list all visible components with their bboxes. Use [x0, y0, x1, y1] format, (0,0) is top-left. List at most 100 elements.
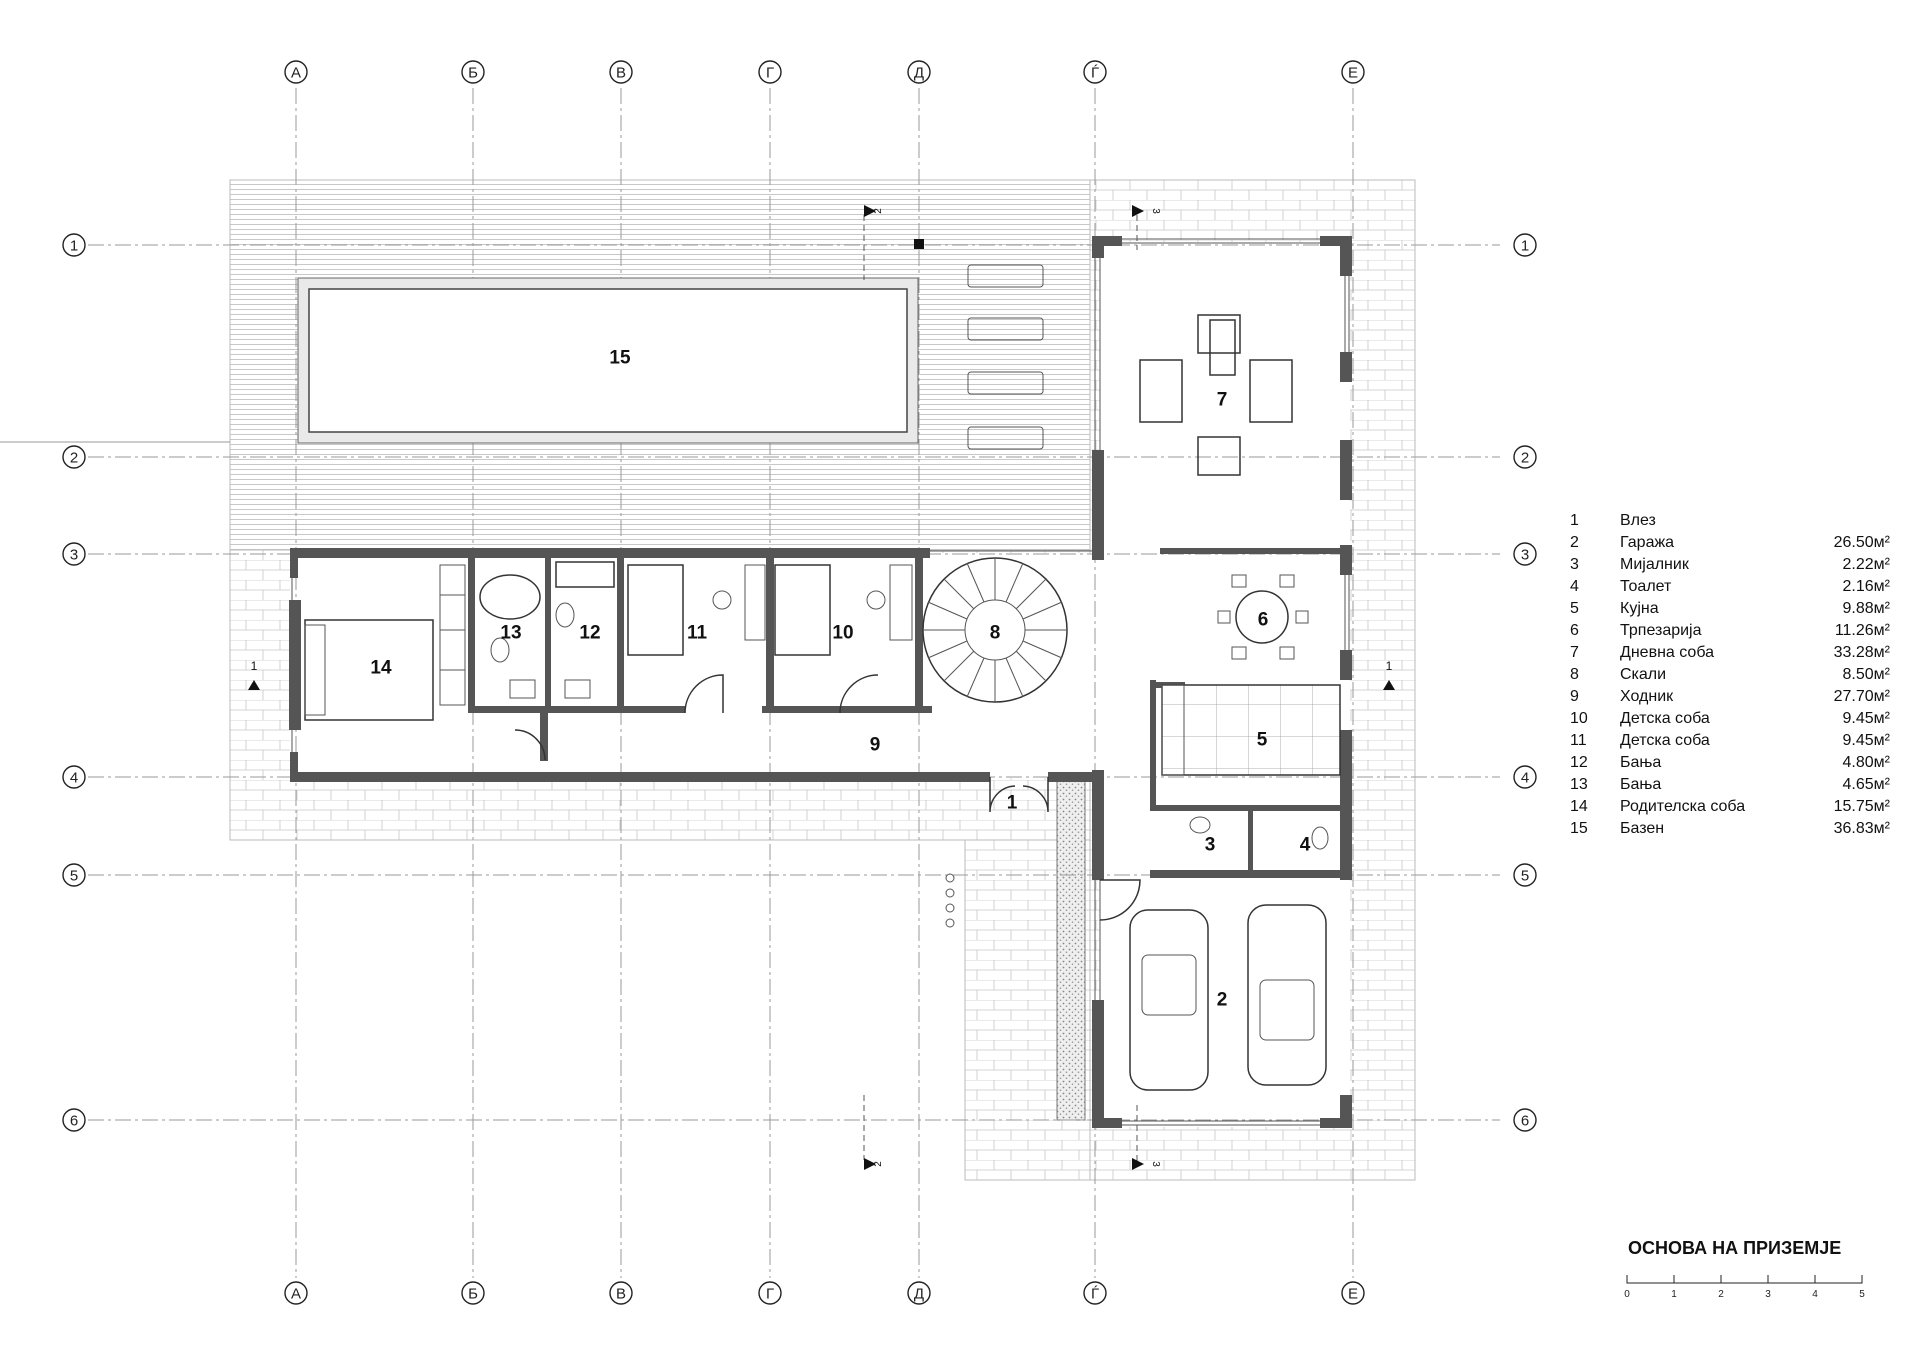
- legend-no-4: 4: [1570, 578, 1579, 595]
- legend-name-8: Скали: [1620, 666, 1666, 683]
- legend-area-7: 33.28м²: [1834, 644, 1891, 661]
- grid-row-3-right: 3: [1521, 547, 1529, 564]
- grid-label-b-top: Б: [468, 65, 478, 82]
- spiral-stair: [922, 557, 1068, 703]
- legend-name-2: Гаража: [1620, 534, 1674, 551]
- legend-name-5: Кујна: [1620, 600, 1659, 617]
- cars: [1129, 904, 1327, 1091]
- grid-bubbles-bottom: А Б В Г Д Ѓ Е: [284, 1281, 1365, 1305]
- room-label-12: 12: [579, 623, 600, 644]
- legend-no-1: 1: [1570, 512, 1579, 529]
- grid-bubbles-top: А Б В Г Д Ѓ Е: [284, 60, 1365, 84]
- legend-area-4: 2.16м²: [1843, 578, 1891, 595]
- grid-label-gj-bottom: Ѓ: [1091, 1286, 1099, 1303]
- grid-row-4-right: 4: [1521, 770, 1529, 787]
- scale-bar: 0 1 2 3 4 5: [1624, 1275, 1865, 1300]
- room-label-10: 10: [832, 623, 853, 644]
- grid-label-d-bottom: Д: [914, 1286, 924, 1303]
- entry-pots: [945, 873, 955, 928]
- room-label-4: 4: [1300, 835, 1311, 856]
- legend-area-8: 8.50м²: [1843, 666, 1891, 683]
- section-mark-3-top: 3: [1150, 208, 1161, 214]
- gravel-strip: [1056, 779, 1086, 1121]
- section-mark-3-bottom: 3: [1150, 1161, 1161, 1167]
- sun-loungers: [967, 264, 1044, 450]
- grid-label-g-top: Г: [766, 65, 774, 82]
- legend-area-9: 27.70м²: [1834, 688, 1891, 705]
- grid-row-1-right: 1: [1521, 238, 1529, 255]
- grid-label-e-top: Е: [1348, 65, 1358, 82]
- wc-fixtures: [1189, 816, 1329, 850]
- legend-area-12: 4.80м²: [1843, 754, 1891, 771]
- scale-label-1: 1: [1671, 1289, 1677, 1300]
- legend-name-7: Дневна соба: [1620, 644, 1714, 661]
- grid-row-6-right: 6: [1521, 1113, 1529, 1130]
- legend-no-15: 15: [1570, 820, 1588, 837]
- kitchen-counter: [1161, 684, 1341, 776]
- legend-area-10: 9.45м²: [1843, 710, 1891, 727]
- legend-name-12: Бања: [1620, 754, 1661, 771]
- grid-label-e-bottom: Е: [1348, 1286, 1358, 1303]
- legend-name-11: Детска соба: [1620, 732, 1710, 749]
- grid-label-b-bottom: Б: [468, 1286, 478, 1303]
- grid-label-a-bottom: А: [291, 1286, 301, 1303]
- furniture-dining: [1217, 574, 1309, 660]
- legend-area-6: 11.26м²: [1835, 622, 1891, 639]
- room-label-9: 9: [870, 735, 881, 756]
- grid-row-3-left: 3: [70, 547, 78, 564]
- furniture-living: [1139, 314, 1293, 476]
- grid-row-2-left: 2: [70, 450, 78, 467]
- legend-area-2: 26.50м²: [1834, 534, 1891, 551]
- grid-bubbles-left: 1 2 3 4 5 6: [62, 233, 86, 1132]
- windows: [291, 238, 1350, 1126]
- room-label-8: 8: [990, 623, 1001, 644]
- grid-label-a-top: А: [291, 65, 301, 82]
- room-label-14: 14: [370, 658, 392, 679]
- grid-row-5-right: 5: [1521, 868, 1529, 885]
- legend-area-15: 36.83м²: [1834, 820, 1891, 837]
- grid-row-1-left: 1: [70, 238, 78, 255]
- section-mark-2-bottom: 2: [873, 1161, 884, 1167]
- grid-label-g-bottom: Г: [766, 1286, 774, 1303]
- legend-no-9: 9: [1570, 688, 1579, 705]
- legend-no-10: 10: [1570, 710, 1588, 727]
- legend-name-15: Базен: [1620, 820, 1664, 837]
- section-marks: 2 2 3 3 1 1: [248, 205, 1395, 1170]
- legend-name-3: Мијалник: [1620, 556, 1690, 573]
- grid-label-v-top: В: [616, 65, 626, 82]
- room-numbers: 1 2 3 4 5 6 7 8 9 10 11 12 13 14 15: [370, 348, 1310, 1011]
- drawing-title: ОСНОВА НА ПРИЗЕМЈЕ: [1628, 1238, 1841, 1258]
- legend-name-4: Тоалет: [1620, 578, 1672, 595]
- legend-name-13: Бања: [1620, 776, 1661, 793]
- grid-label-d-top: Д: [914, 65, 924, 82]
- room-label-15: 15: [609, 348, 631, 369]
- wing-east-lower: [1100, 542, 1350, 1127]
- legend-no-12: 12: [1570, 754, 1588, 771]
- room-legend: 1 Влез 2 Гаража 26.50м² 3 Мијалник 2.22м…: [1570, 512, 1891, 837]
- section-mark-2-top: 2: [873, 208, 884, 214]
- legend-area-3: 2.22м²: [1843, 556, 1891, 573]
- legend-area-5: 9.88м²: [1843, 600, 1891, 617]
- legend-area-13: 4.65м²: [1843, 776, 1891, 793]
- room-label-5: 5: [1257, 730, 1268, 751]
- section-mark-1-west: 1: [251, 659, 258, 673]
- room-label-1: 1: [1007, 793, 1018, 814]
- legend-no-6: 6: [1570, 622, 1579, 639]
- room-label-7: 7: [1217, 390, 1228, 411]
- pool: [297, 277, 919, 444]
- legend-no-7: 7: [1570, 644, 1579, 661]
- grid-bubbles-right: 1 2 3 4 5 6: [1513, 233, 1537, 1132]
- room-label-6: 6: [1258, 610, 1269, 631]
- scale-label-2: 2: [1718, 1289, 1724, 1300]
- grid-row-4-left: 4: [70, 770, 78, 787]
- room-label-3: 3: [1205, 835, 1216, 856]
- legend-no-3: 3: [1570, 556, 1579, 573]
- legend-name-1: Влез: [1620, 512, 1656, 529]
- room-label-13: 13: [500, 623, 521, 644]
- legend-area-11: 9.45м²: [1843, 732, 1891, 749]
- legend-no-14: 14: [1570, 798, 1588, 815]
- grid-row-2-right: 2: [1521, 450, 1529, 467]
- legend-no-11: 11: [1570, 732, 1587, 749]
- furniture-bathrooms: [479, 561, 615, 699]
